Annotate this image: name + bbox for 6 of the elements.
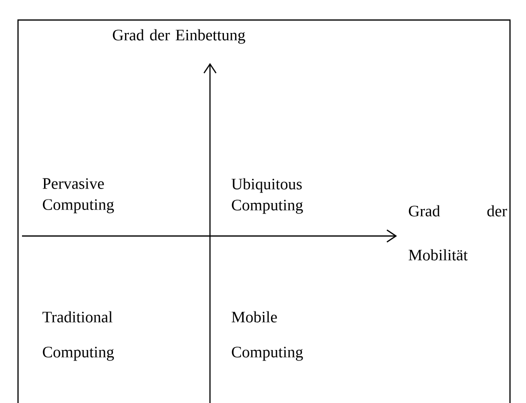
axis-label: Grad der Einbettung	[112, 29, 246, 44]
axis-label: Grad der Mobilität	[408, 205, 508, 260]
quadrant-label: Traditional Computing	[42, 311, 114, 361]
quadrant-label: Pervasive Computing	[42, 178, 114, 214]
quadrant-label: Ubiquitous Computing	[232, 178, 303, 214]
quadrant-label: Mobile Computing	[232, 311, 303, 361]
